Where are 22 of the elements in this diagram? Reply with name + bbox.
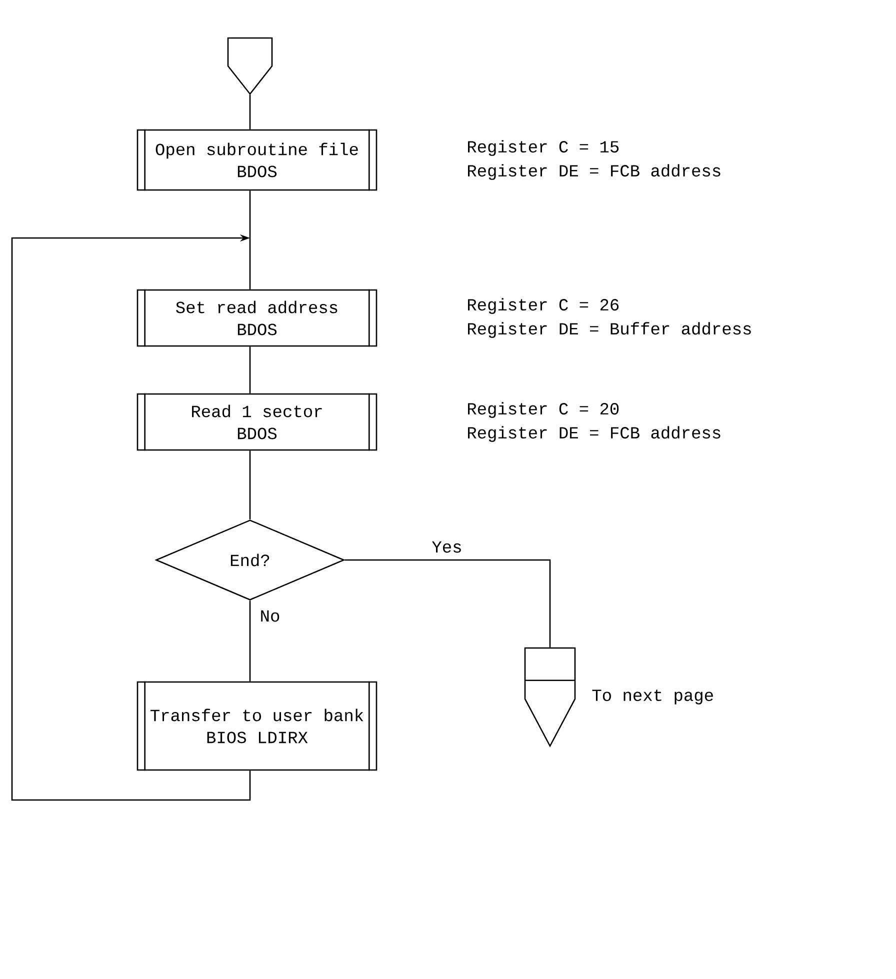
annotation: Register C = 20 xyxy=(468,402,619,418)
connector-line xyxy=(249,190,251,290)
process-box: Read 1 sector BDOS xyxy=(136,393,378,451)
process-box: Open subroutine file BDOS xyxy=(136,129,378,191)
annotation: Register C = 15 xyxy=(468,140,619,156)
annotation: Register DE = FCB address xyxy=(468,426,720,442)
connector-line xyxy=(249,600,251,682)
annotation: Register DE = Buffer address xyxy=(468,322,751,338)
process-box: Transfer to user bank BIOS LDIRX xyxy=(136,681,378,771)
annotation: Register C = 26 xyxy=(468,298,619,314)
edge-label: Yes xyxy=(430,540,464,554)
process-box: Set read address BDOS xyxy=(136,289,378,347)
connector-line xyxy=(344,559,551,648)
connector-line xyxy=(249,450,251,520)
annotation: To next page xyxy=(592,690,713,704)
connector-line xyxy=(249,346,251,394)
off-page-connector xyxy=(524,647,576,748)
edge-label: No xyxy=(258,609,282,623)
connector-symbol xyxy=(227,37,273,96)
connector-line xyxy=(249,94,251,130)
connector-line xyxy=(11,234,251,801)
annotation: Register DE = FCB address xyxy=(468,164,720,180)
